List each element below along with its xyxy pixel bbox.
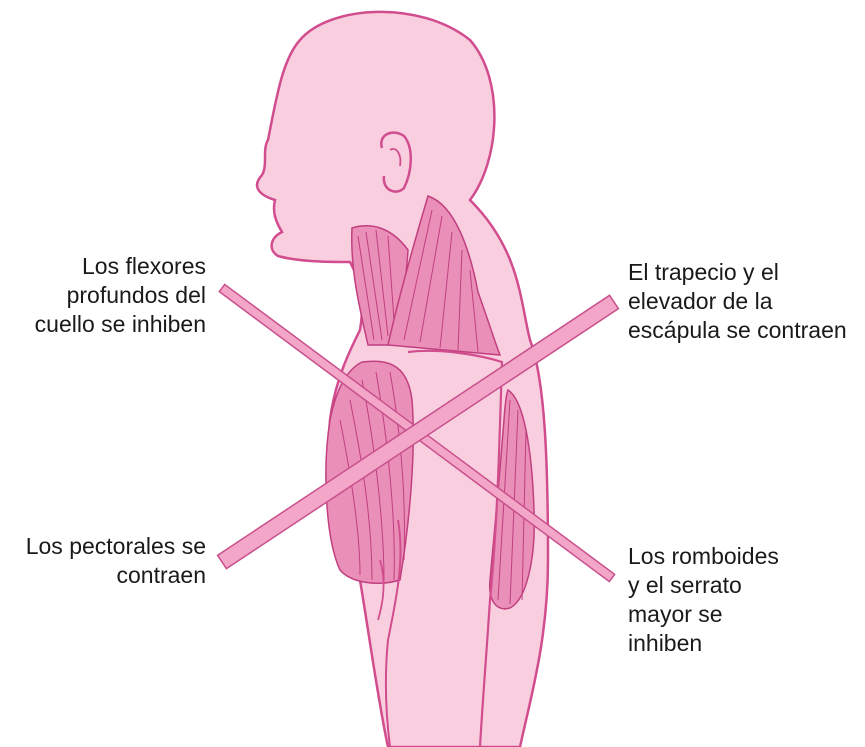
label-line: profundos del (20, 281, 206, 310)
label-deep-neck-flexors: Los flexores profundos del cuello se inh… (20, 252, 206, 339)
label-line: contraen (10, 561, 206, 590)
label-line: escápula se contraen (628, 316, 847, 345)
label-trapezius-levator: El trapecio y el elevador de la escápula… (628, 258, 847, 345)
label-line: elevador de la (628, 287, 847, 316)
label-rhomboids-serratus: Los romboides y el serrato mayor se inhi… (628, 542, 779, 658)
label-line: inhiben (628, 629, 779, 658)
ear (381, 133, 410, 192)
label-line: mayor se (628, 600, 779, 629)
label-line: El trapecio y el (628, 258, 847, 287)
label-line: Los flexores (20, 252, 206, 281)
label-line: y el serrato (628, 571, 779, 600)
label-line: cuello se inhiben (20, 310, 206, 339)
label-line: Los pectorales se (10, 532, 206, 561)
label-pectorals: Los pectorales se contraen (10, 532, 206, 590)
label-line: Los romboides (628, 542, 779, 571)
